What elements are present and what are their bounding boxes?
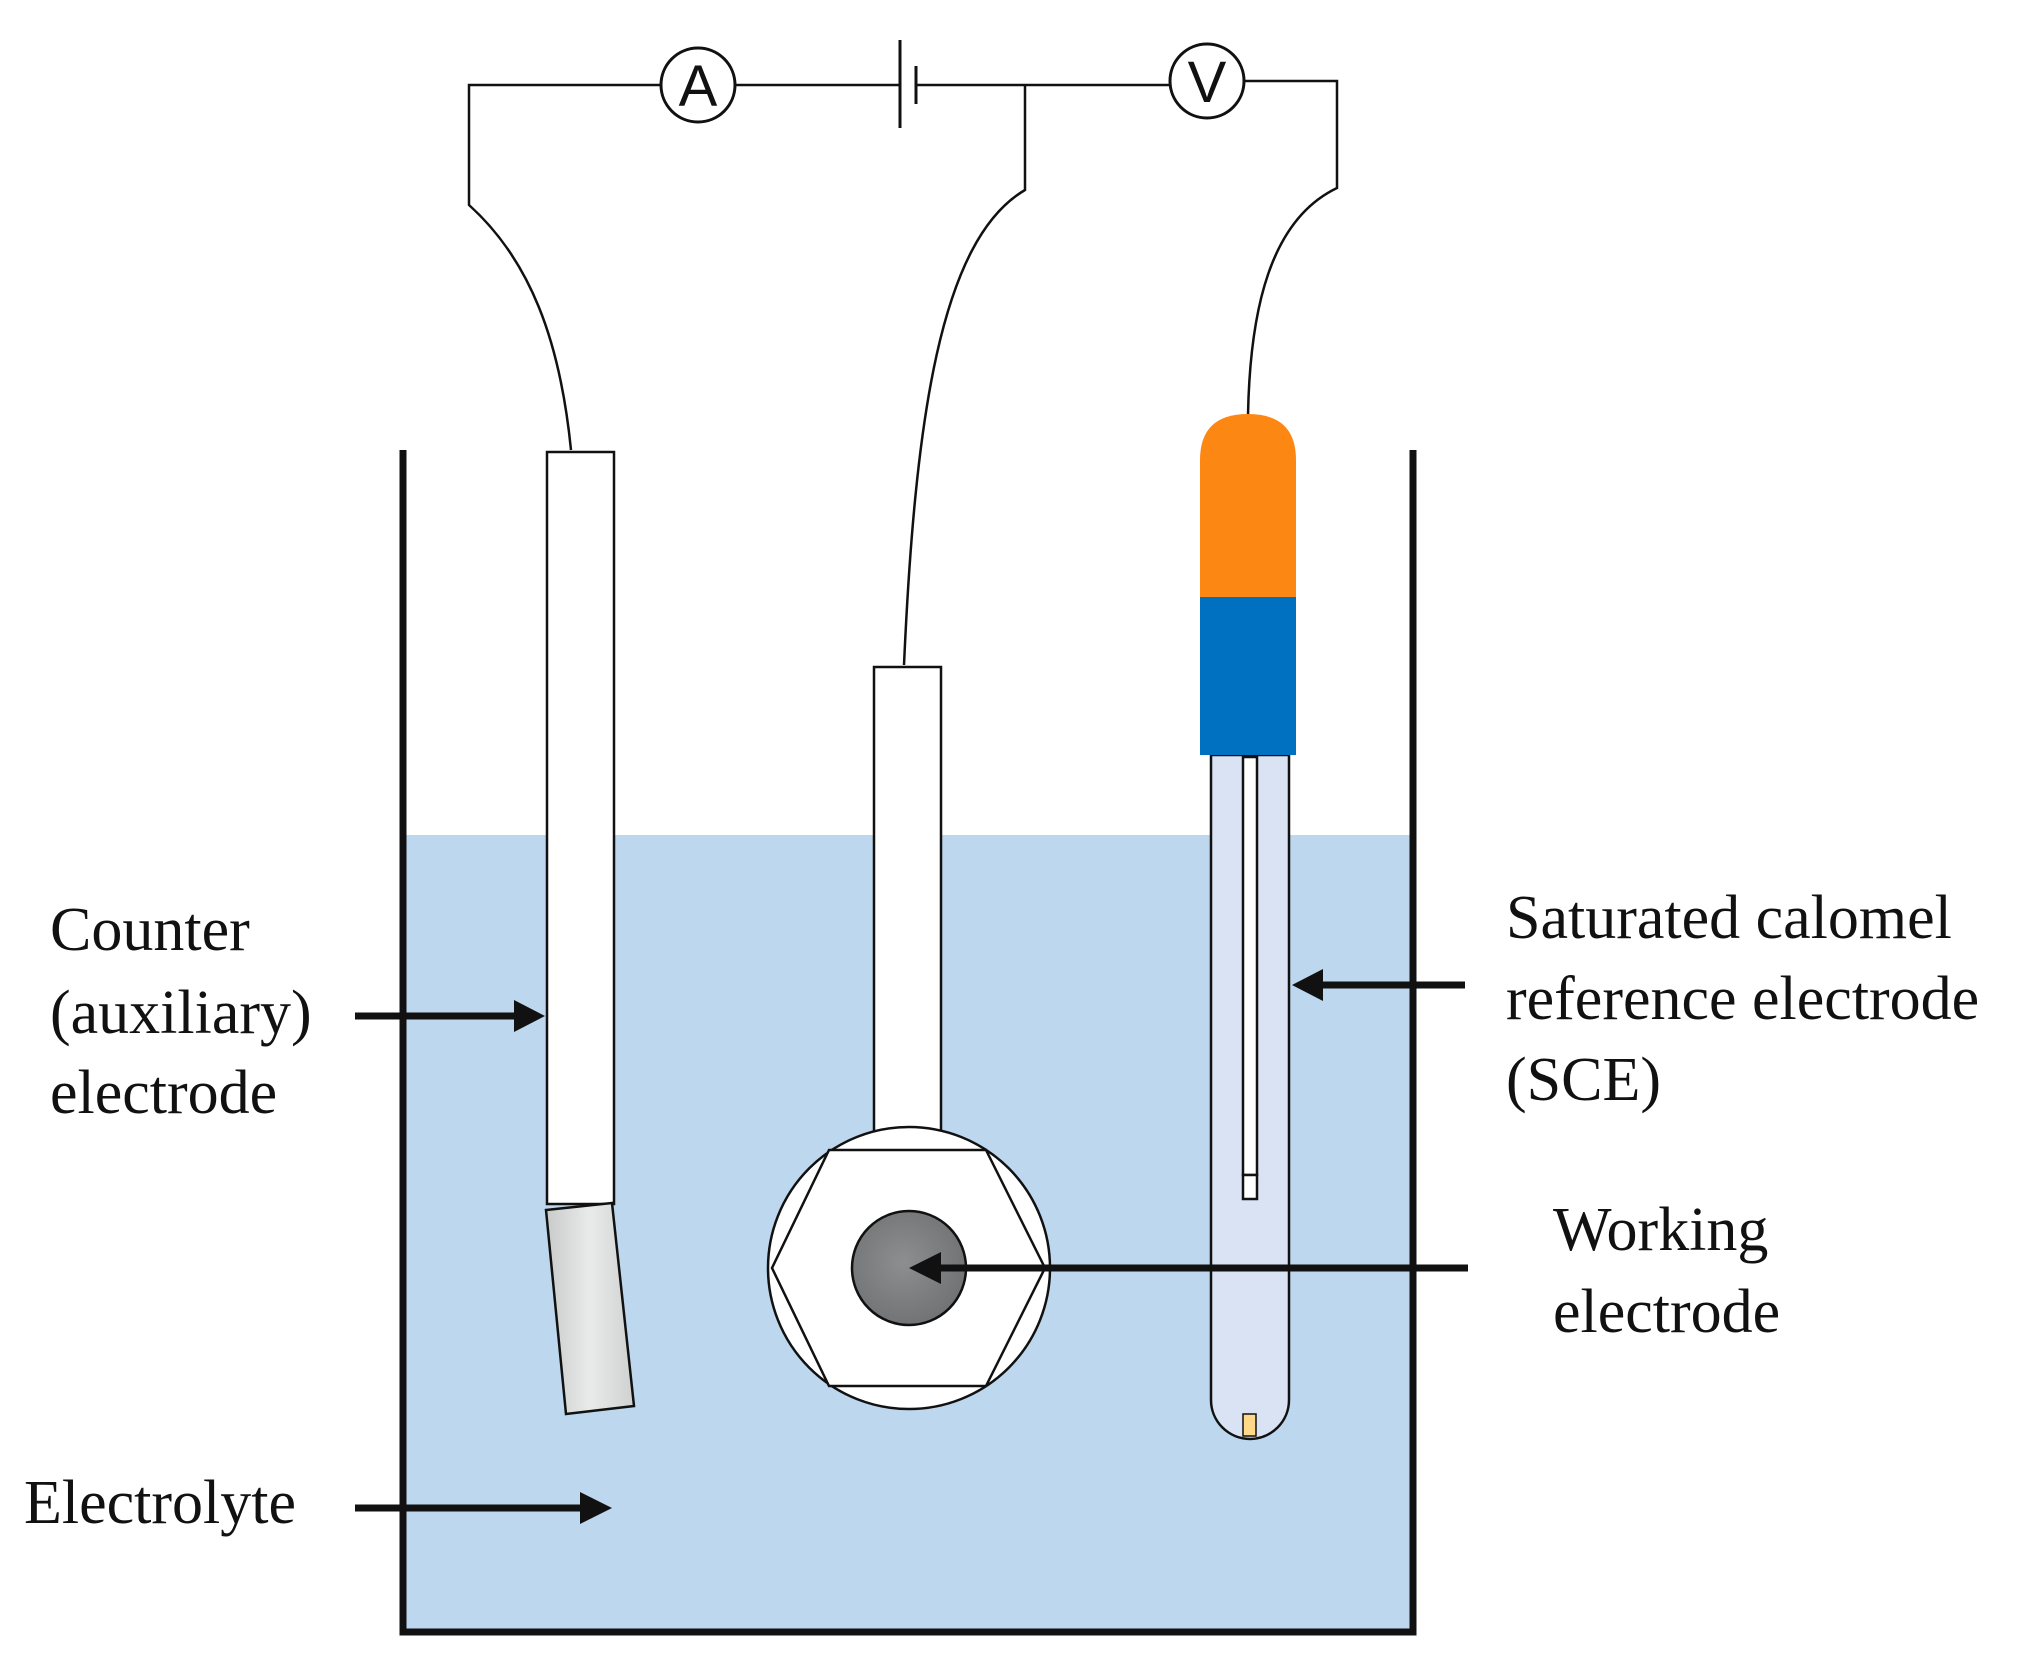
counter-electrode-label: Counter (auxiliary) electrode <box>50 896 312 1127</box>
working-label-line1: Working <box>1553 1196 1768 1264</box>
working-electrode-label: Working electrode <box>1553 1196 1780 1346</box>
voltmeter-symbol: V <box>1188 50 1227 115</box>
sce-inner-plug <box>1241 1173 1259 1201</box>
sce-blue-band <box>1200 597 1296 755</box>
counter-electrode-plate <box>544 1201 636 1416</box>
ammeter: A <box>659 46 737 124</box>
counter-label-line2: (auxiliary) <box>50 979 312 1047</box>
counter-label-line1: Counter <box>50 896 250 964</box>
sce-label: Saturated calomel reference electrode (S… <box>1506 884 1979 1114</box>
sce-inner-tube <box>1241 755 1259 1177</box>
battery-symbol <box>898 40 918 128</box>
counter-label-line3: electrode <box>50 1059 277 1127</box>
counter-electrode <box>544 450 636 1416</box>
beaker <box>399 450 1417 1636</box>
working-electrode-rod <box>872 665 943 1134</box>
electrolyte-label: Electrolyte <box>24 1469 296 1537</box>
sce-orange-cap <box>1200 414 1296 597</box>
sce-label-line3: (SCE) <box>1506 1046 1661 1114</box>
sce-porous-tip <box>1242 1413 1257 1437</box>
label-arrows <box>355 969 1468 1524</box>
ammeter-symbol: A <box>679 54 718 119</box>
counter-electrode-rod <box>545 450 616 1206</box>
sce-label-line2: reference electrode <box>1506 965 1979 1033</box>
working-label-line2: electrode <box>1553 1278 1780 1346</box>
voltmeter: V <box>1168 42 1246 120</box>
sce-electrode <box>1200 414 1296 1441</box>
circuit-wires <box>467 79 1339 666</box>
sce-label-line1: Saturated calomel <box>1506 884 1952 952</box>
